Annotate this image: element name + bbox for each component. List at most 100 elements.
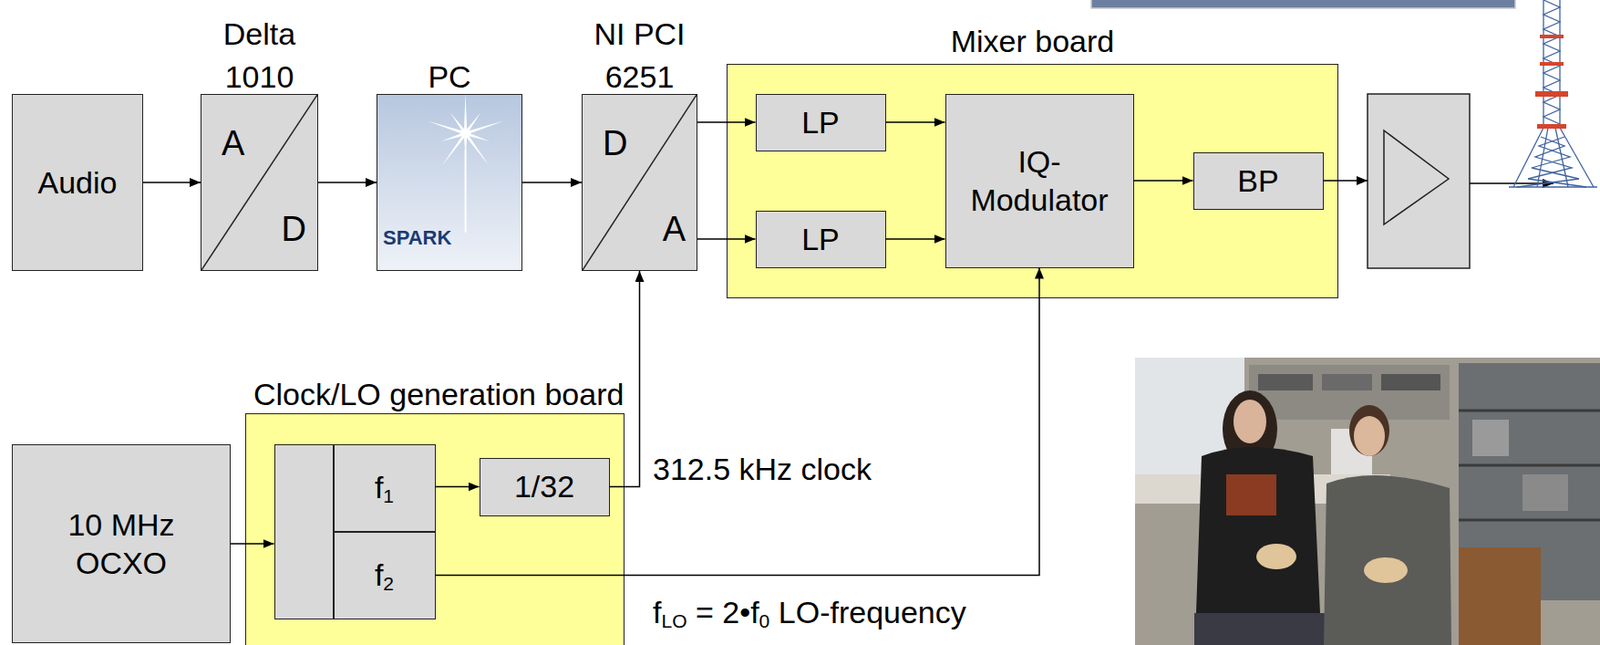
transmitter-tower bbox=[1508, 0, 1598, 187]
node-text: f2 bbox=[374, 555, 394, 595]
node-text: Delta 1010 bbox=[209, 12, 310, 100]
text-holder: BP bbox=[1194, 153, 1323, 209]
top-photo bbox=[1091, 0, 1516, 9]
lab-photo bbox=[1381, 373, 1441, 391]
lab-photo bbox=[1522, 474, 1569, 511]
converter-letter: D bbox=[602, 125, 628, 161]
transmitter-tower bbox=[1539, 61, 1564, 66]
lab-photo bbox=[1458, 518, 1600, 522]
transmitter-tower bbox=[1537, 127, 1549, 187]
amplifier-symbol bbox=[1367, 93, 1470, 269]
star-logo bbox=[464, 149, 467, 232]
transmitter-tower bbox=[1513, 127, 1544, 187]
lab-photo bbox=[1135, 357, 1600, 645]
board-heading: Mixer board bbox=[654, 20, 1411, 64]
transmitter-tower bbox=[1539, 34, 1564, 39]
node-text: 1/32 bbox=[514, 466, 575, 506]
signal-label: fLO = 2•f0 LO-frequency bbox=[652, 592, 967, 632]
transmitter-tower bbox=[1537, 123, 1567, 129]
text-holder: f2 bbox=[334, 532, 435, 619]
node-text: A bbox=[662, 209, 686, 248]
block-box: LP bbox=[755, 210, 887, 269]
block-box: Delta 1010AD bbox=[200, 93, 319, 271]
node-text: A bbox=[221, 123, 245, 163]
board-region: Clock/LO generation boardf1f21/32 bbox=[245, 412, 625, 645]
lab-photo bbox=[1196, 446, 1321, 613]
node-text: BP bbox=[1237, 161, 1279, 201]
lab-photo bbox=[1194, 612, 1332, 645]
node-text: LP bbox=[801, 219, 840, 259]
lab-photo bbox=[1349, 404, 1390, 456]
lab-photo bbox=[1458, 362, 1600, 600]
node-text: PC bbox=[427, 55, 471, 100]
block-box: f1 bbox=[333, 443, 436, 532]
node-text: NI PCI 6251 bbox=[580, 12, 700, 100]
node-text: 10 MHz OCXO bbox=[52, 505, 190, 583]
transmitter-tower bbox=[1527, 136, 1587, 187]
block-box: NI PCI 6251DA bbox=[581, 93, 698, 271]
block-box: IQ- Modulator bbox=[945, 93, 1135, 269]
lab-photo bbox=[1363, 557, 1408, 583]
converter-diagonal bbox=[201, 94, 318, 270]
lab-photo bbox=[1458, 409, 1600, 413]
transmitter-tower bbox=[1559, 127, 1594, 187]
signal-arrow bbox=[522, 181, 582, 184]
lab-photo bbox=[1249, 364, 1450, 420]
lab-photo bbox=[1353, 415, 1385, 456]
converter-letter: D bbox=[281, 211, 307, 247]
signal-label: 312.5 kHz clock bbox=[652, 451, 872, 486]
lab-photo bbox=[1226, 474, 1277, 516]
lab-photo bbox=[1458, 464, 1600, 467]
amplifier-symbol bbox=[1469, 182, 1554, 185]
node-text: D bbox=[602, 123, 628, 163]
transmitter-tower bbox=[1555, 127, 1569, 187]
signal-arrow bbox=[143, 181, 201, 184]
block-box: 1/32 bbox=[479, 457, 610, 517]
text-holder: f1 bbox=[334, 444, 435, 531]
text-holder: IQ- Modulator bbox=[946, 94, 1134, 268]
block-heading: Delta 1010 bbox=[128, 12, 391, 100]
transmitter-tower bbox=[1517, 136, 1580, 187]
board-region: Mixer boardLPLPIQ- ModulatorBP bbox=[726, 63, 1339, 299]
node-text: f1 bbox=[374, 467, 394, 507]
node-text: Mixer board bbox=[950, 20, 1115, 64]
signal-label: 312.5 kHz clock bbox=[652, 449, 872, 489]
block-box: Audio bbox=[11, 93, 144, 271]
lab-photo bbox=[1222, 390, 1278, 467]
transmitter-tower bbox=[1542, 0, 1544, 128]
lab-photo bbox=[1323, 474, 1452, 645]
text-holder: LP bbox=[756, 94, 886, 151]
board-heading: Clock/LO generation board bbox=[253, 374, 624, 414]
lab-photo bbox=[1321, 373, 1373, 391]
lab-photo bbox=[1233, 399, 1267, 444]
converter-letter: A bbox=[662, 211, 686, 247]
block-box: BP bbox=[1193, 152, 1324, 210]
signal-arrow bbox=[318, 181, 377, 184]
node-text: SPARK bbox=[382, 226, 452, 249]
logo-text: SPARK bbox=[382, 227, 452, 248]
lab-photo bbox=[1135, 474, 1391, 504]
lab-photo bbox=[1135, 357, 1600, 645]
lab-photo bbox=[1256, 543, 1297, 569]
text-holder: LP bbox=[756, 211, 886, 268]
lab-photo bbox=[1135, 357, 1245, 495]
amplifier-symbol bbox=[1383, 130, 1449, 225]
transmitter-tower bbox=[1508, 185, 1598, 187]
lab-photo bbox=[1258, 373, 1313, 391]
node-text: IQ- Modulator bbox=[961, 142, 1117, 220]
transmitter-tower bbox=[1558, 0, 1560, 128]
text-holder: 1/32 bbox=[480, 458, 610, 516]
block-box: f2 bbox=[333, 531, 436, 620]
text-holder: 10 MHz OCXO bbox=[12, 444, 230, 642]
block-box: PCSPARK bbox=[376, 93, 523, 271]
converter-diagonal bbox=[582, 94, 697, 270]
text-holder: Audio bbox=[12, 94, 143, 270]
splitter-box bbox=[274, 443, 334, 620]
lab-photo bbox=[1472, 419, 1509, 456]
block-box: LP bbox=[755, 93, 887, 152]
top-photo bbox=[1091, 0, 1516, 9]
transmitter-tower bbox=[1535, 91, 1569, 97]
block-heading: PC bbox=[304, 55, 595, 100]
block-box: 10 MHz OCXO bbox=[11, 443, 231, 643]
signal-label: fLO = 2•f0 LO-frequency bbox=[652, 594, 967, 630]
